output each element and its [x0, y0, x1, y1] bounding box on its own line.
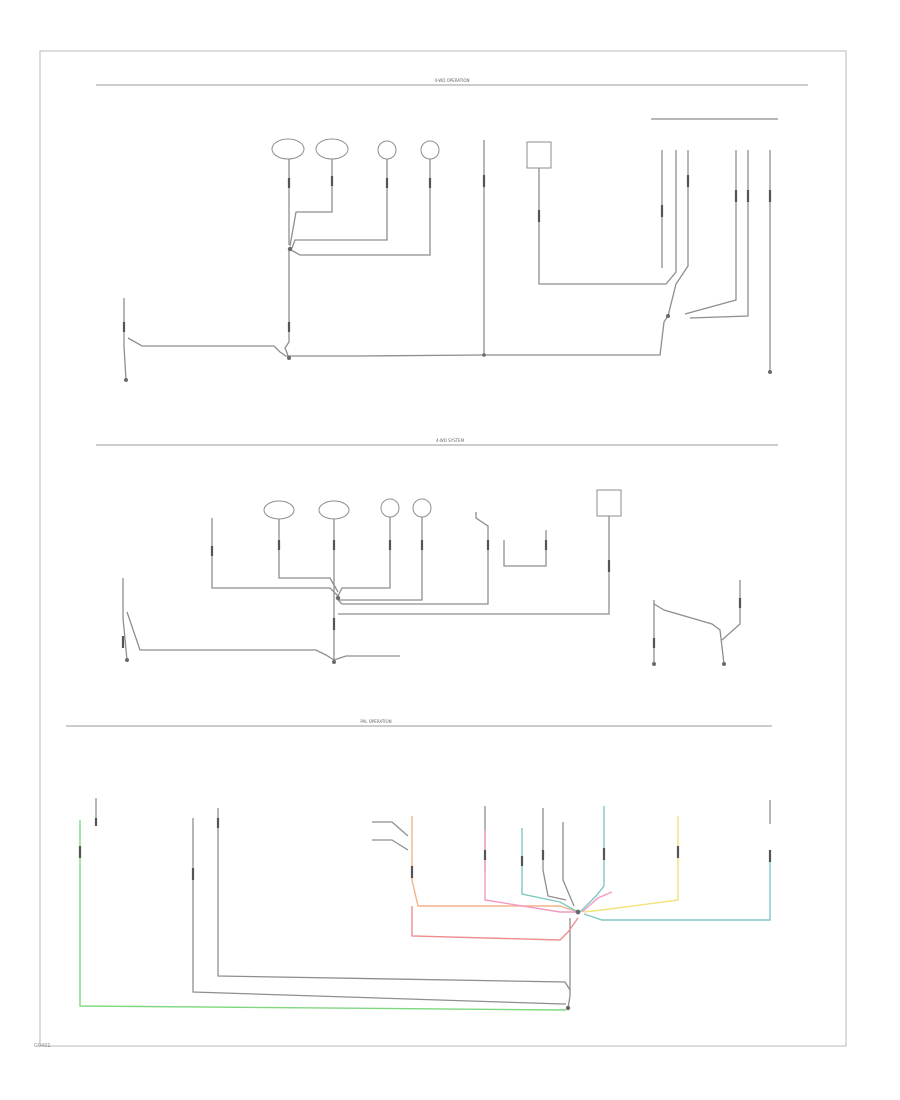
component-bulb-3 — [380, 498, 400, 518]
ground-point — [124, 378, 128, 382]
wire-teal-3 — [583, 850, 771, 921]
component-module-2 — [596, 489, 622, 517]
splice-point — [666, 314, 670, 318]
ground-point — [652, 662, 656, 666]
wire-pink — [484, 830, 578, 913]
section-title-3: PAL OPERATION — [360, 719, 391, 724]
ground-point — [768, 370, 772, 374]
wire-red — [411, 906, 579, 941]
component-lamp-1 — [271, 138, 305, 160]
splice-point — [335, 595, 341, 601]
ground-point — [287, 356, 291, 360]
component-module — [526, 141, 552, 169]
ground-point — [565, 1005, 571, 1011]
wire-pink-2 — [581, 891, 613, 913]
wire-teal-2 — [579, 806, 605, 913]
splice-point — [287, 246, 293, 252]
splice-point — [482, 353, 486, 357]
component-lamp-3 — [263, 500, 295, 520]
component-bulb-4 — [412, 498, 432, 518]
component-bulb-1 — [377, 140, 397, 160]
component-bulb-2 — [420, 140, 440, 160]
ground-point — [722, 662, 726, 666]
wire-teal — [521, 828, 579, 913]
wire-green — [79, 820, 567, 1011]
component-lamp-4 — [318, 500, 350, 520]
section-1-wiring — [122, 118, 778, 382]
section-3-wiring — [78, 798, 772, 1011]
section-title-2: 4-WD SYSTEM — [436, 438, 465, 443]
ground-point — [332, 660, 336, 664]
ground-point — [125, 658, 129, 662]
section-title-1: 4-WD OPERATION — [434, 78, 469, 83]
wire-orange — [411, 816, 579, 913]
section-2-wiring — [121, 489, 742, 666]
diagram-frame — [39, 50, 847, 1047]
splice-point — [575, 909, 581, 915]
footer-code: G0401 — [34, 1043, 51, 1049]
component-lamp-2 — [315, 138, 349, 160]
